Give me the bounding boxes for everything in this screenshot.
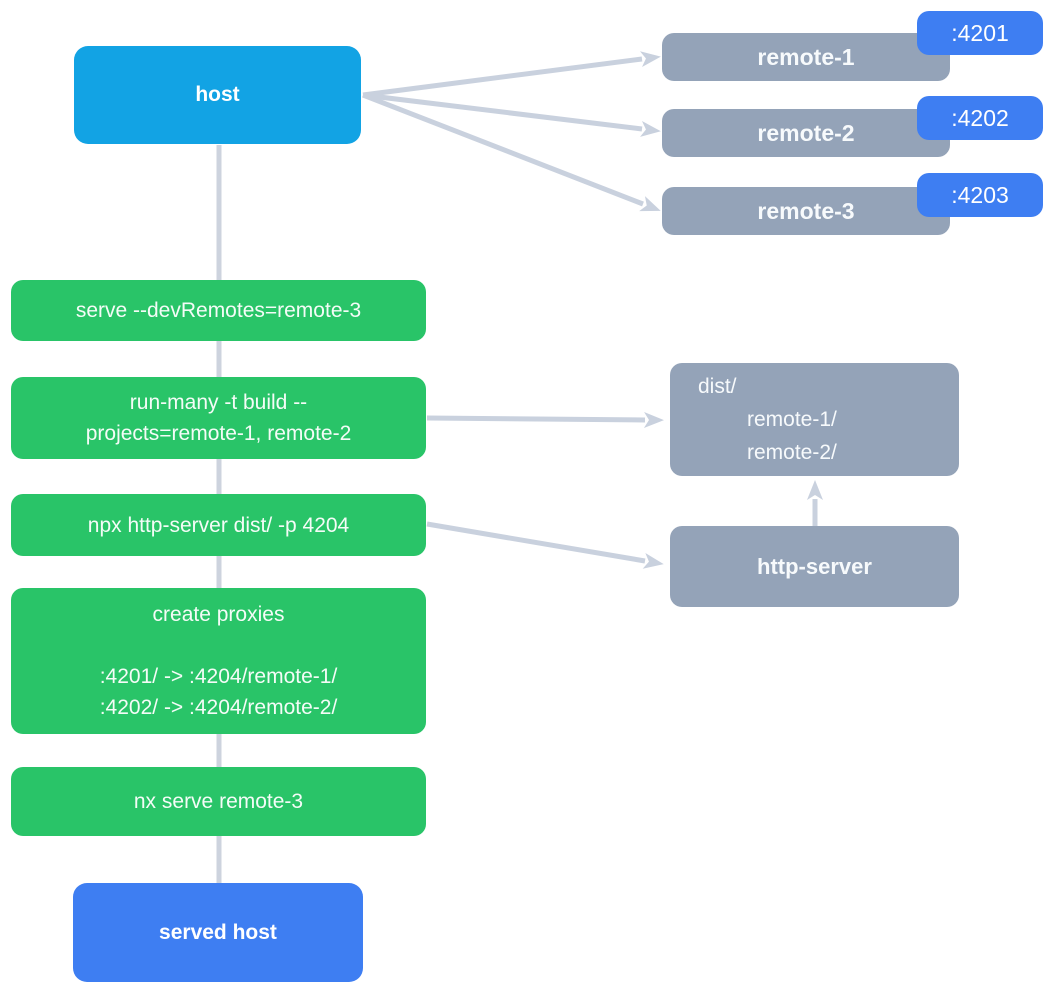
step-create-proxies: create proxies :4201/ -> :4204/remote-1/… <box>11 588 426 734</box>
step-proxies-rule-1: :4201/ -> :4204/remote-1/ <box>99 665 338 688</box>
node-dist-folder: dist/ remote-1/ remote-2/ <box>670 363 959 476</box>
port-badge-4203: :4203 <box>917 173 1043 217</box>
dist-remote-1-label: remote-1/ <box>747 408 837 431</box>
port-badge-4201-label: :4201 <box>951 19 1009 46</box>
step-serve-dev-remotes: serve --devRemotes=remote-3 <box>11 280 426 341</box>
port-badge-4201: :4201 <box>917 11 1043 55</box>
step-npx-line: npx http-server dist/ -p 4204 <box>87 513 350 537</box>
edge-host-remote-2 <box>362 92 661 137</box>
step-npx-http-server: npx http-server dist/ -p 4204 <box>11 494 426 556</box>
port-badge-4202-label: :4202 <box>951 104 1009 131</box>
remote-3-label: remote-3 <box>757 197 855 224</box>
edge-host-remote-1 <box>362 51 661 98</box>
step-run-many-line-1: run-many -t build -- <box>129 391 308 414</box>
edge-build-dist <box>426 411 664 428</box>
step-nx-serve-line: nx serve remote-3 <box>133 790 304 813</box>
dist-remote-2-label: remote-2/ <box>747 441 837 464</box>
host-label: host <box>195 83 240 106</box>
dist-root-label: dist/ <box>698 375 737 398</box>
remote-1-label: remote-1 <box>757 43 855 70</box>
port-badge-4202: :4202 <box>917 96 1043 140</box>
node-host: host <box>74 46 361 144</box>
http-server-label: http-server <box>757 553 872 579</box>
node-http-server: http-server <box>670 526 959 607</box>
step-run-many-build: run-many -t build -- projects=remote-1, … <box>11 377 426 459</box>
remote-2-label: remote-2 <box>757 119 855 146</box>
step-proxies-title: create proxies <box>152 603 285 626</box>
edge-npx-httpserver <box>426 521 664 569</box>
step-nx-serve-remote-3: nx serve remote-3 <box>11 767 426 836</box>
step-run-many-line-2: projects=remote-1, remote-2 <box>85 422 352 445</box>
port-badge-4203-label: :4203 <box>951 181 1009 208</box>
step-proxies-rule-2: :4202/ -> :4204/remote-2/ <box>99 696 338 719</box>
step-serve-line: serve --devRemotes=remote-3 <box>75 299 362 322</box>
edge-host-remote-3 <box>362 92 661 212</box>
node-remote-3: remote-3 <box>662 187 950 235</box>
node-remote-2: remote-2 <box>662 109 950 157</box>
served-host-label: served host <box>159 920 277 944</box>
node-remote-1: remote-1 <box>662 33 950 81</box>
node-served-host: served host <box>73 883 363 982</box>
